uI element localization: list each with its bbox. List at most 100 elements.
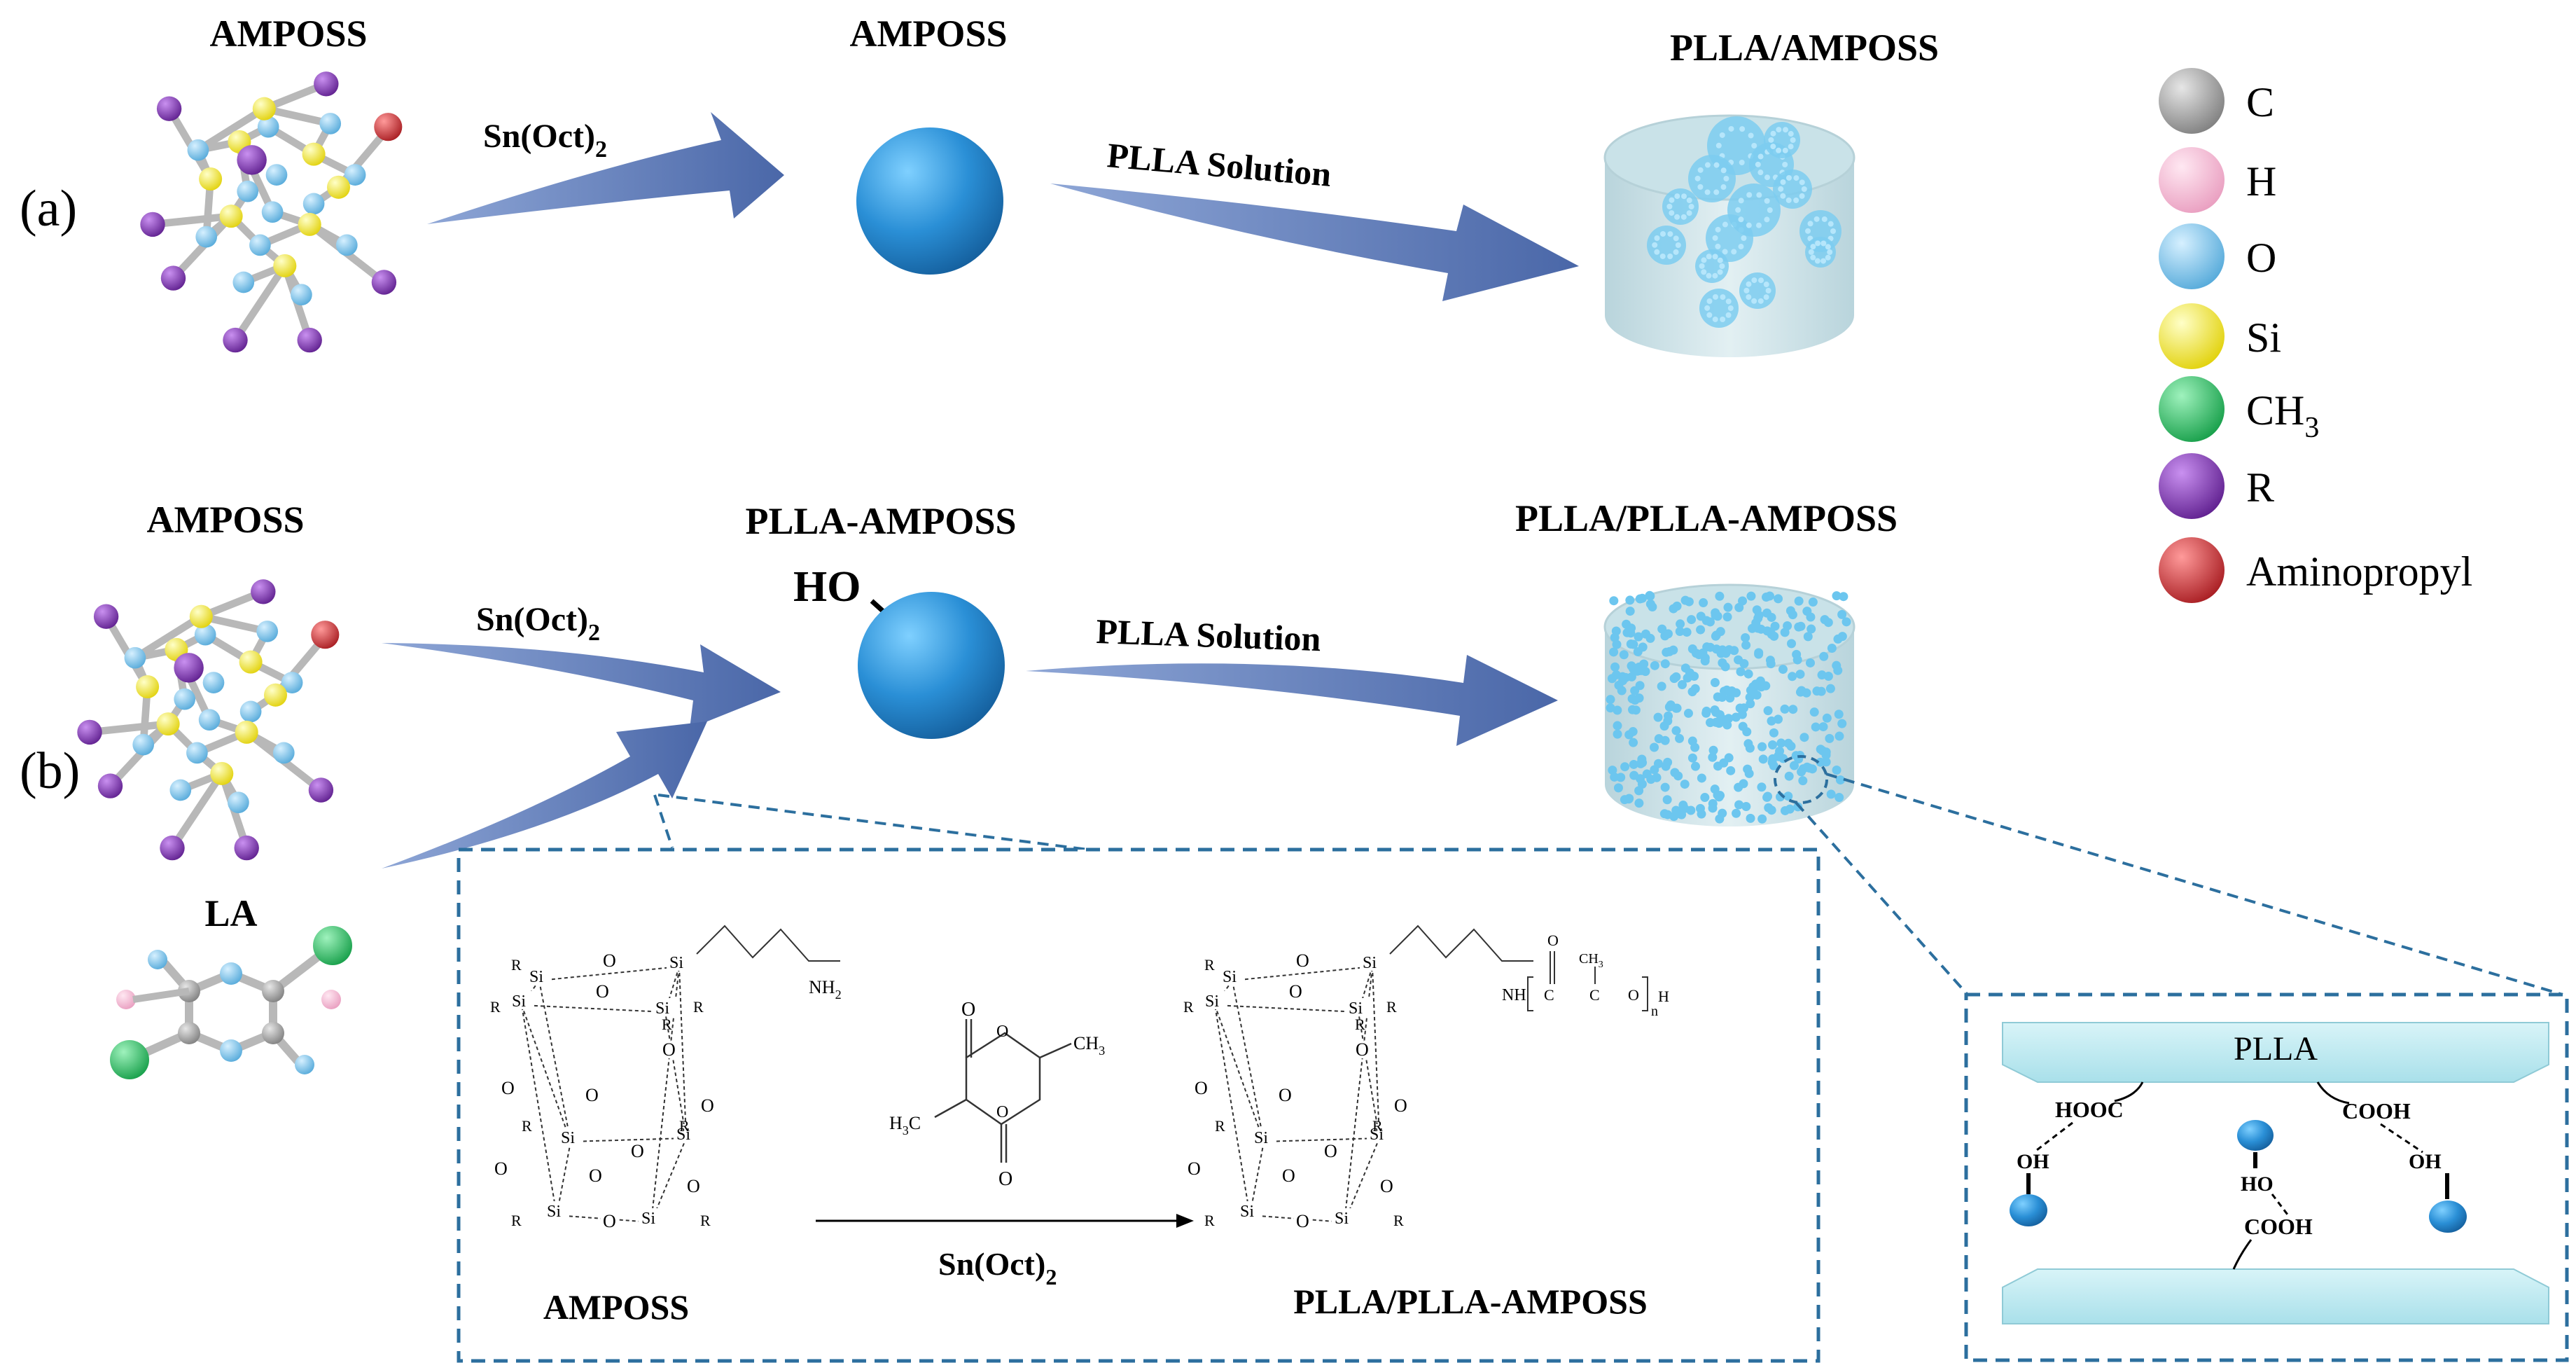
o-mask [660,1042,677,1058]
reaction-catalyst-main: Sn(Oct) [938,1246,1045,1282]
row-b-product-title: PLLA/PLLA-AMPOSS [1515,497,1898,539]
r-group-atom [160,835,185,861]
reaction-catalyst: Sn(Oct)2 [938,1246,1057,1289]
dispersed-particle [1774,594,1783,604]
aggregate-dot [1764,216,1770,223]
o-atom: O [1324,1141,1337,1161]
aggregate-dot [1776,127,1782,133]
o-atom: O [687,1176,700,1196]
dispersed-particle [1763,706,1773,716]
aggregate-dot [1746,192,1753,198]
dispersed-particle [1613,729,1622,739]
aggregate-dot [1780,193,1786,199]
si-atom: Si [1254,1129,1268,1147]
amposs-aggregate [1647,226,1686,265]
dispersed-particle [1722,685,1732,695]
dispersed-particle [1652,773,1662,782]
aggregate-dot [1765,288,1771,293]
r-atom: R [700,1212,711,1229]
ho-label: HO [793,563,861,611]
dispersed-particle [1778,665,1788,674]
si-mask [1367,1124,1392,1142]
chain-methyl-main: CH [1579,951,1599,967]
oxygen-atom [256,621,279,642]
lactide-o: O [996,1103,1008,1121]
aggregate-dot [1757,153,1764,160]
legend-label: H [2246,158,2276,205]
dispersed-particle [1757,782,1767,792]
dispersed-particle [1662,647,1671,657]
o-atom: O [1356,1039,1369,1060]
dispersed-particle [1839,592,1849,602]
r-group-atom [308,777,334,803]
aminopropyl-chain [696,925,840,962]
oxygen-atom [239,700,262,723]
dispersed-particle [1783,738,1793,748]
dispersed-particle [1696,625,1706,635]
aggregate-dot [1825,254,1831,261]
chain-n: n [1651,1004,1658,1019]
cage-bond [1232,966,1373,981]
aggregate-dot [1706,312,1713,318]
zoom-line-right-1 [1825,773,2563,996]
dispersed-particle [1796,621,1806,631]
r-atom: R [1386,998,1397,1016]
o-mask [1378,1178,1395,1195]
oxygen-atom [228,791,249,814]
aggregate-dot [1757,298,1764,304]
lactide-ch3-sub: 3 [1099,1044,1105,1058]
aggregate-dot [1675,242,1681,248]
dispersed-particle [1837,609,1847,619]
dispersed-particle [1622,619,1631,629]
dispersed-particle [1770,621,1780,631]
oxygen-atom [302,193,325,215]
aggregate-dot [1722,221,1728,228]
row-b-solution: PLLA Solution [1096,611,1322,658]
o-mask [601,953,618,969]
dispersed-particle [1716,649,1726,658]
dispersed-particle [1612,639,1622,649]
hooc-bond [2114,1081,2144,1102]
dispersed-particle [1627,672,1636,681]
r-atom: R [511,956,522,974]
dispersed-particle [1780,805,1790,815]
dispersed-particle [1745,693,1755,703]
cage-bond [1214,1004,1265,1142]
o-atom: O [1296,950,1309,971]
cage-bond [570,1137,687,1142]
aggregate-dot [1673,235,1679,242]
dispersed-particle [1715,791,1725,801]
r-group-atom [251,579,276,604]
aggregate-dot [1743,287,1750,293]
dispersed-particle [1718,658,1727,667]
dispersed-particle [1741,802,1751,812]
legend-swatch [2159,537,2225,603]
si-mask [509,991,534,1009]
si-mask [1346,998,1371,1016]
chain-carbon: C [1589,986,1600,1004]
silicon-atom [298,212,321,236]
aggregate-dot [1782,162,1788,167]
o-atom: O [1380,1176,1393,1196]
aggregate-dot [1807,221,1813,227]
o-mask [1322,1143,1339,1160]
dispersed-particle [1758,754,1768,764]
o-mask [1392,1098,1409,1114]
row-b-molecule-title: AMPOSS [146,499,304,541]
aggregate-dot [1652,242,1658,248]
dispersed-particle [1660,782,1670,792]
dispersed-particle [1827,644,1837,653]
aggregate-dot [1746,222,1752,228]
dispersed-particle [1808,597,1818,607]
o-atom: O [596,981,609,1002]
oxygen-atom [335,234,358,256]
aggregate-dot [1788,131,1794,137]
nh2-group-sub: 2 [835,988,842,1002]
dispersed-particle [1690,761,1700,771]
dispersed-particle [1650,660,1659,670]
aggregate-dot [1827,249,1833,255]
aggregate-dot [1701,257,1707,263]
cage-bond [538,966,680,981]
row-b-label: (b) [20,742,80,800]
